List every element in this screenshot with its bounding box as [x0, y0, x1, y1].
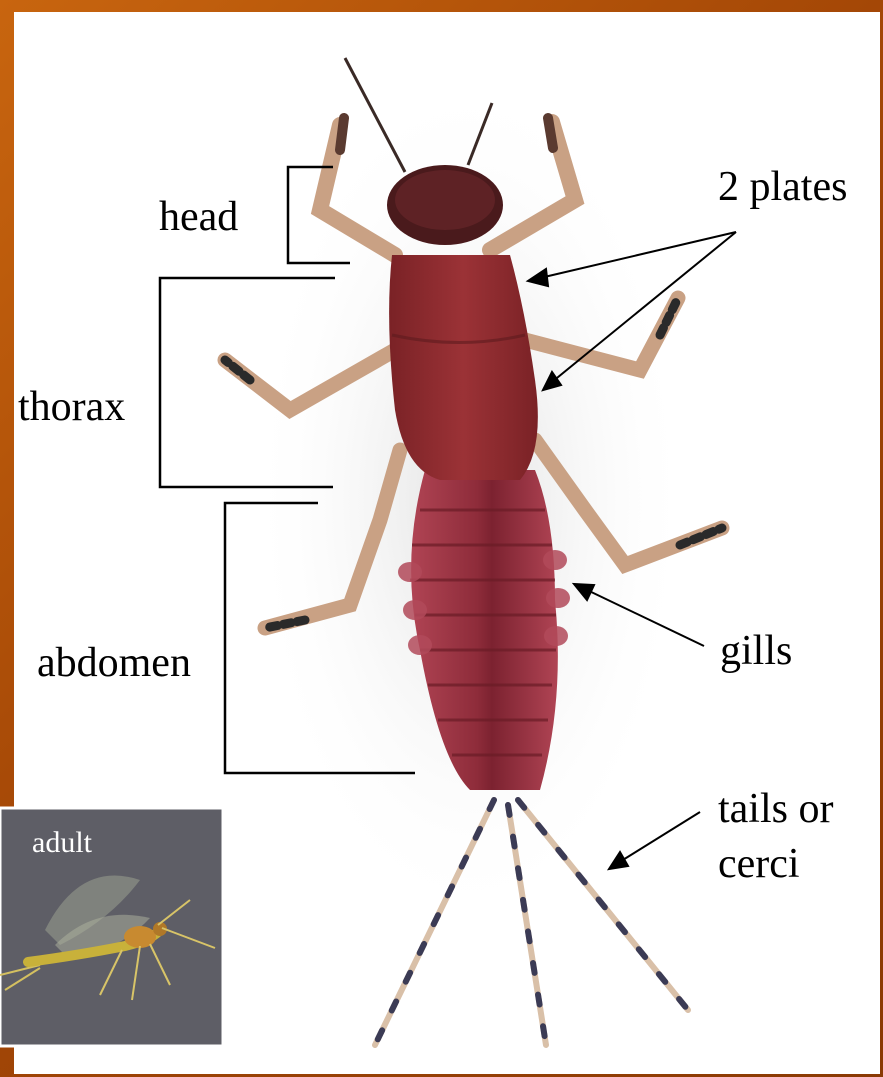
plates-label: 2 plates [718, 164, 847, 210]
adult-label: adult [32, 826, 93, 859]
head-label: head [159, 194, 238, 240]
abdomen-label: abdomen [37, 640, 191, 686]
gills-label: gills [720, 628, 792, 674]
thorax-label: thorax [18, 384, 125, 430]
tails-arrow [618, 812, 700, 863]
tails-label-line1: tails or [718, 786, 833, 832]
adult-inset: adult [0, 808, 223, 1046]
tails-label-line2: cerci [718, 841, 800, 887]
